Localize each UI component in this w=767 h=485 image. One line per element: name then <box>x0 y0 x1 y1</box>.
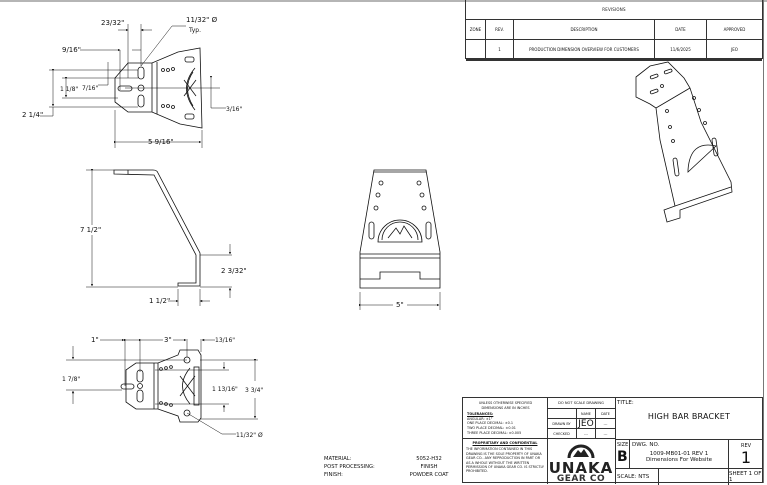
front-view <box>359 169 441 289</box>
revision-row: 1 PRODUCTION DIMENSION OVERVIEW FOR CUST… <box>466 40 762 61</box>
dim-1-1-2: 1 1/2" <box>149 297 170 305</box>
drawing-number: DWG. NO. 1009-MB01-01 REV 1 Dimensions F… <box>630 440 729 468</box>
title-block: UNLESS OTHERWISE SPECIFIED DIMENSIONS AR… <box>462 397 763 485</box>
dim-1-7-8: 1 7/8" <box>62 376 80 383</box>
cell-description: PRODUCTION DIMENSION OVERVIEW FOR CUSTOM… <box>514 40 655 59</box>
note-material: MATERIAL: 5052-H32 <box>324 456 442 462</box>
isometric-view <box>635 61 733 223</box>
side-view-dimensions <box>86 168 232 306</box>
bottom-view <box>120 349 202 423</box>
scale: SCALE: NTS <box>615 469 659 485</box>
revision-number: REV 1 <box>740 443 752 467</box>
dim-5-9-16: 5 9/16" <box>148 138 174 146</box>
title-block-approvals: DO NOT SCALE DRAWING NAME DATE DRAWN BY … <box>547 398 616 484</box>
title-block-notes: UNLESS OTHERWISE SPECIFIED DIMENSIONS AR… <box>463 398 548 484</box>
dim-23-32: 23/32" <box>101 19 124 27</box>
dim-2-1-4: 2 1/4" <box>22 111 43 119</box>
dim-3: 3" <box>164 336 172 344</box>
mountain-logo-icon <box>567 444 595 459</box>
col-rev: REV. <box>486 20 514 39</box>
bottom-view-dimensions <box>66 338 258 435</box>
sheet-number: SHEET 1 OF 1 <box>729 471 762 483</box>
dim-typ: Typ. <box>188 27 201 34</box>
dim-1-13-16: 1 13/16" <box>212 386 238 393</box>
dim-3-3-4: 3 3/4" <box>245 387 263 394</box>
title-value: HIGH BAR BRACKET <box>647 412 731 421</box>
dim-hole-dia: 11/32" Ø <box>186 16 218 24</box>
sheet-right-border <box>763 0 764 483</box>
note-finish: FINISH: POWDER COAT <box>324 472 449 478</box>
note-post-processing: POST PROCESSING: FINISH <box>324 464 438 470</box>
title-block-info: TITLE: HIGH BAR BRACKET SIZE B DWG. NO. … <box>615 398 763 485</box>
dim-1-1-8: 1 1/8" <box>60 86 78 93</box>
tolerances: UNLESS OTHERWISE SPECIFIED DIMENSIONS AR… <box>463 398 547 439</box>
proprietary-notice: PROPRIETARY AND CONFIDENTIAL THE INFORMA… <box>466 441 544 474</box>
do-not-scale: DO NOT SCALE DRAWING <box>547 398 615 409</box>
dim-11-32-dia: 11/32" Ø <box>236 432 263 439</box>
dim-9-16: 9/16" <box>62 46 81 54</box>
sheet-size: SIZE B <box>615 440 630 468</box>
side-view <box>113 169 201 287</box>
top-view-dimensions <box>40 24 226 148</box>
col-zone: ZONE <box>466 20 486 39</box>
top-view-labels: 23/32" 11/32" Ø Typ. 9/16" 1 1/8" 7/16" … <box>22 16 242 146</box>
company-logo: UNAKA GEAR CO <box>547 440 615 484</box>
cell-date: 11/6/2025 <box>655 40 707 59</box>
dim-1: 1" <box>91 336 99 344</box>
drawn-by-name: JEO <box>577 419 596 429</box>
dim-5: 5" <box>396 301 404 309</box>
front-view-dimensions <box>358 292 441 310</box>
sheet-top-border <box>0 0 767 2</box>
cell-rev: 1 <box>486 40 514 59</box>
drawing-title: TITLE: HIGH BAR BRACKET <box>615 398 763 440</box>
dim-2-3-32: 2 3/32" <box>221 267 247 275</box>
dim-7-16: 7/16" <box>82 85 98 92</box>
col-date: DATE <box>655 20 707 39</box>
material-notes: MATERIAL: 5052-H32 POST PROCESSING: FINI… <box>324 455 454 479</box>
cell-zone <box>466 40 486 59</box>
revision-table: REVISIONS ZONE REV. DESCRIPTION DATE APP… <box>465 0 763 61</box>
col-description: DESCRIPTION <box>514 20 655 39</box>
col-approved: APPROVED <box>723 27 746 32</box>
revision-header-row: ZONE REV. DESCRIPTION DATE APPROVED <box>466 20 762 40</box>
approvals-grid: NAME DATE DRAWN BY JEO --- CHECKED --- -… <box>547 409 615 439</box>
dim-7-1-2: 7 1/2" <box>80 226 101 234</box>
cell-approved: JEO <box>731 47 738 52</box>
dim-3-16: 3/16" <box>226 106 242 113</box>
revision-table-title: REVISIONS <box>466 0 762 20</box>
dim-13-16: 13/16" <box>215 337 235 344</box>
top-view <box>114 47 220 129</box>
